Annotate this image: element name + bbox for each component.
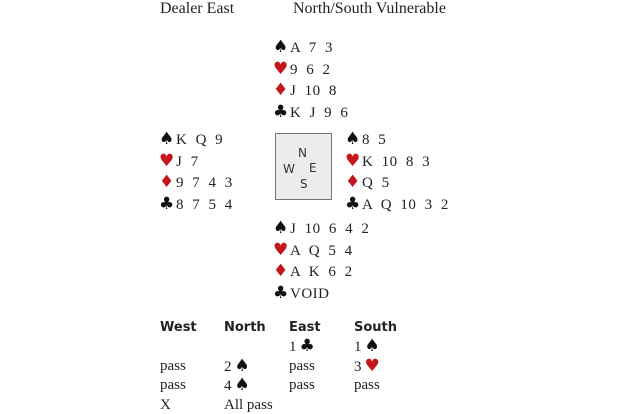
- compass-south: S: [300, 177, 308, 191]
- south-hearts-holding: ♥A Q 5 4: [273, 240, 353, 260]
- heart-icon: ♥: [159, 150, 175, 171]
- cards: VOID: [290, 285, 330, 302]
- west-clubs-holding: ♣8 7 5 4: [159, 194, 233, 214]
- auction-bid: 1♣: [289, 337, 315, 355]
- heart-icon: ♥: [273, 58, 289, 79]
- east-diamonds-holding: ♦Q 5: [345, 172, 390, 192]
- heart-icon: ♥: [345, 150, 361, 171]
- west-diamonds-holding: ♦9 7 4 3: [159, 172, 233, 192]
- south-diamonds-holding: ♦A K 6 2: [273, 261, 353, 281]
- auction-bid: 1♠: [354, 337, 380, 355]
- spade-icon: ♠: [273, 218, 289, 238]
- auction-header-west: West: [160, 320, 197, 335]
- north-clubs-holding: ♣K J 9 6: [273, 102, 348, 122]
- auction-header-south: South: [354, 320, 398, 335]
- diamond-icon: ♦: [345, 172, 361, 192]
- bid-text: 3: [354, 358, 362, 375]
- diamond-icon: ♦: [159, 172, 175, 192]
- east-clubs-holding: ♣A Q 10 3 2: [345, 194, 449, 214]
- cards: A Q 5 4: [290, 242, 353, 259]
- cards: K 10 8 3: [362, 153, 431, 170]
- auction-bid: X: [160, 396, 171, 414]
- bid-text: 2: [224, 358, 232, 375]
- bid-text: pass: [354, 377, 380, 393]
- cards: A K 6 2: [290, 264, 353, 280]
- compass-east: E: [309, 161, 317, 175]
- heart-icon: ♥: [364, 355, 380, 376]
- club-icon: ♣: [159, 193, 175, 214]
- cards: J 7: [176, 153, 199, 170]
- spade-icon: ♠: [234, 375, 250, 395]
- cards: J 10 6 4 2: [290, 221, 370, 237]
- club-icon: ♣: [273, 282, 289, 303]
- cards: A Q 10 3 2: [362, 196, 449, 213]
- club-icon: ♣: [299, 336, 315, 356]
- bid-text: 1: [354, 339, 362, 355]
- auction-bid: 2♠: [224, 357, 250, 375]
- auction-bid: pass: [160, 376, 186, 394]
- cards: 8 5: [362, 132, 387, 148]
- north-hearts-holding: ♥9 6 2: [273, 59, 331, 79]
- east-hearts-holding: ♥K 10 8 3: [345, 151, 430, 171]
- bid-text: pass: [289, 357, 315, 374]
- club-icon: ♣: [273, 101, 289, 122]
- compass-table: N E W S: [275, 133, 332, 200]
- bid-text: pass: [289, 377, 315, 393]
- cards: K Q 9: [176, 132, 224, 148]
- cards: 9 7 4 3: [176, 175, 233, 191]
- cards: Q 5: [362, 175, 390, 191]
- dealer-label: Dealer East: [160, 0, 235, 17]
- compass-west: W: [283, 162, 295, 176]
- diamond-icon: ♦: [273, 80, 289, 100]
- auction-bid: 3♥: [354, 357, 380, 375]
- bid-text: pass: [160, 377, 186, 393]
- auction-bid: 4♠: [224, 376, 250, 394]
- auction-header-east: East: [289, 320, 321, 335]
- bid-text: 4: [224, 378, 232, 394]
- west-spades-holding: ♠K Q 9: [159, 129, 223, 149]
- bid-text: 1: [289, 339, 297, 355]
- auction-bid: All pass: [224, 396, 273, 414]
- east-spades-holding: ♠8 5: [345, 129, 386, 149]
- spade-icon: ♠: [234, 355, 250, 376]
- cards: J 10 8: [290, 83, 337, 99]
- auction-bid: pass: [289, 376, 315, 394]
- auction-bid: pass: [354, 376, 380, 394]
- vulnerability-label: North/South Vulnerable: [293, 0, 446, 17]
- auction-bid: pass: [160, 357, 186, 375]
- north-spades-holding: ♠A 7 3: [273, 37, 333, 57]
- bid-text: X: [160, 396, 171, 413]
- cards: 9 6 2: [290, 61, 331, 78]
- spade-icon: ♠: [273, 37, 289, 57]
- diamond-icon: ♦: [273, 261, 289, 281]
- heart-icon: ♥: [273, 239, 289, 260]
- auction-bid: pass: [289, 357, 315, 375]
- compass-north: N: [298, 146, 307, 160]
- west-hearts-holding: ♥J 7: [159, 151, 199, 171]
- cards: K J 9 6: [290, 104, 349, 121]
- north-diamonds-holding: ♦J 10 8: [273, 80, 337, 100]
- spade-icon: ♠: [364, 336, 380, 356]
- bid-text: pass: [160, 357, 186, 374]
- cards: A 7 3: [290, 40, 334, 56]
- cards: 8 7 5 4: [176, 196, 233, 213]
- bid-text: All pass: [224, 396, 273, 413]
- spade-icon: ♠: [159, 129, 175, 149]
- club-icon: ♣: [345, 193, 361, 214]
- spade-icon: ♠: [345, 129, 361, 149]
- south-clubs-holding: ♣VOID: [273, 283, 330, 303]
- auction-header-north: North: [224, 320, 266, 335]
- south-spades-holding: ♠J 10 6 4 2: [273, 218, 369, 238]
